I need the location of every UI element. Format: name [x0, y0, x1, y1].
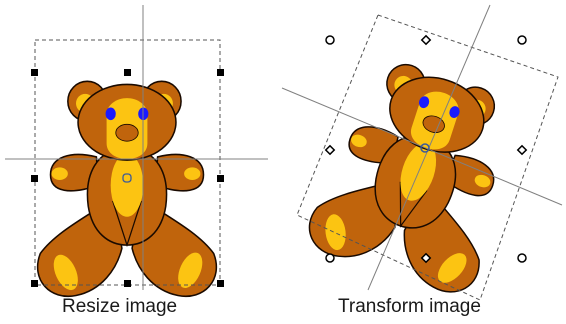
skew-handle-left[interactable]	[324, 144, 336, 156]
resize-handle-top-left[interactable]	[31, 69, 38, 76]
rotate-handle-bottom-right[interactable]	[517, 253, 527, 263]
skew-handle-bottom[interactable]	[420, 252, 432, 264]
resize-panel	[5, 5, 268, 297]
selection-bounding-box	[34, 39, 221, 286]
resize-handle-right[interactable]	[217, 175, 224, 182]
skew-handle-right[interactable]	[516, 144, 528, 156]
transform-bounding-box	[296, 14, 559, 301]
skew-handle-top[interactable]	[420, 34, 432, 46]
rotate-handle-bottom-left[interactable]	[325, 253, 335, 263]
resize-handle-top-right[interactable]	[217, 69, 224, 76]
rotate-handle-top-left[interactable]	[325, 35, 335, 45]
resize-handle-bottom[interactable]	[124, 280, 131, 287]
pivot-point-icon[interactable]	[122, 173, 132, 183]
resize-image-caption: Resize image	[62, 296, 178, 317]
teddy-bear-image[interactable]	[37, 81, 217, 297]
rotated-horizontal-axis	[281, 87, 563, 206]
transform-image-caption: Transform image	[338, 296, 481, 317]
resize-handle-left[interactable]	[31, 175, 38, 182]
resize-handle-top[interactable]	[124, 69, 131, 76]
pivot-point-icon[interactable]	[420, 143, 430, 153]
resize-handle-bottom-left[interactable]	[31, 280, 38, 287]
rotate-handle-top-right[interactable]	[517, 35, 527, 45]
resize-handle-bottom-right[interactable]	[217, 280, 224, 287]
transform-panel	[281, 4, 563, 301]
